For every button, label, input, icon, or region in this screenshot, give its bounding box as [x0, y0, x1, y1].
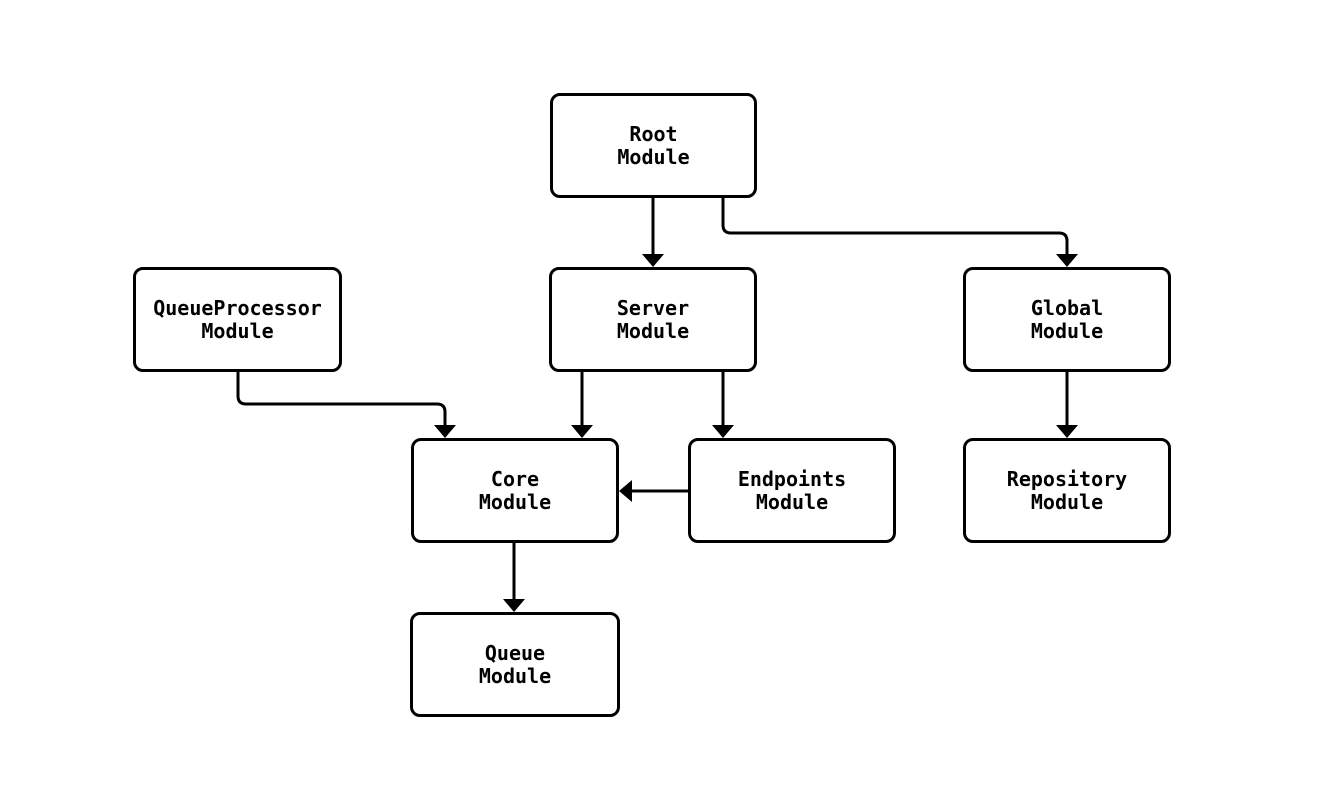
node-label: Module — [478, 489, 552, 514]
node-label: Global — [1030, 295, 1104, 320]
arrowhead-queueprocessor-core — [434, 425, 456, 438]
node-label: Module — [755, 489, 829, 514]
node-label: Root — [629, 121, 678, 146]
arrowhead-root-global — [1056, 254, 1078, 267]
node-label: Module — [616, 318, 690, 343]
node-queueprocessor-module: QueueProcessor Module — [133, 267, 342, 372]
edge-queueprocessor-core — [236, 370, 447, 427]
node-label: Server — [616, 295, 690, 320]
arrowhead-server-endpoints — [712, 425, 734, 438]
node-global-module: Global Module — [963, 267, 1171, 372]
edge-root-global — [721, 196, 1069, 256]
arrowhead-core-queue — [503, 599, 525, 612]
node-label: Queue — [484, 640, 546, 665]
node-root-module: Root Module — [550, 93, 757, 198]
arrowhead-root-server — [642, 254, 664, 267]
node-label: QueueProcessor — [153, 295, 322, 320]
node-repository-module: Repository Module — [963, 438, 1171, 543]
node-endpoints-module: Endpoints Module — [688, 438, 896, 543]
node-server-module: Server Module — [549, 267, 757, 372]
node-label: Endpoints — [737, 466, 847, 491]
arrowhead-server-core — [571, 425, 593, 438]
node-label: Module — [201, 318, 274, 343]
node-label: Core — [490, 466, 540, 491]
node-label: Module — [617, 144, 690, 169]
node-label: Module — [478, 663, 552, 688]
node-label: Repository — [1006, 466, 1128, 491]
node-label: Module — [1030, 318, 1104, 343]
node-queue-module: Queue Module — [410, 612, 620, 717]
arrowhead-endpoints-core — [619, 480, 632, 502]
arrowhead-global-repository — [1056, 425, 1078, 438]
node-label: Module — [1030, 489, 1104, 514]
node-core-module: Core Module — [411, 438, 619, 543]
